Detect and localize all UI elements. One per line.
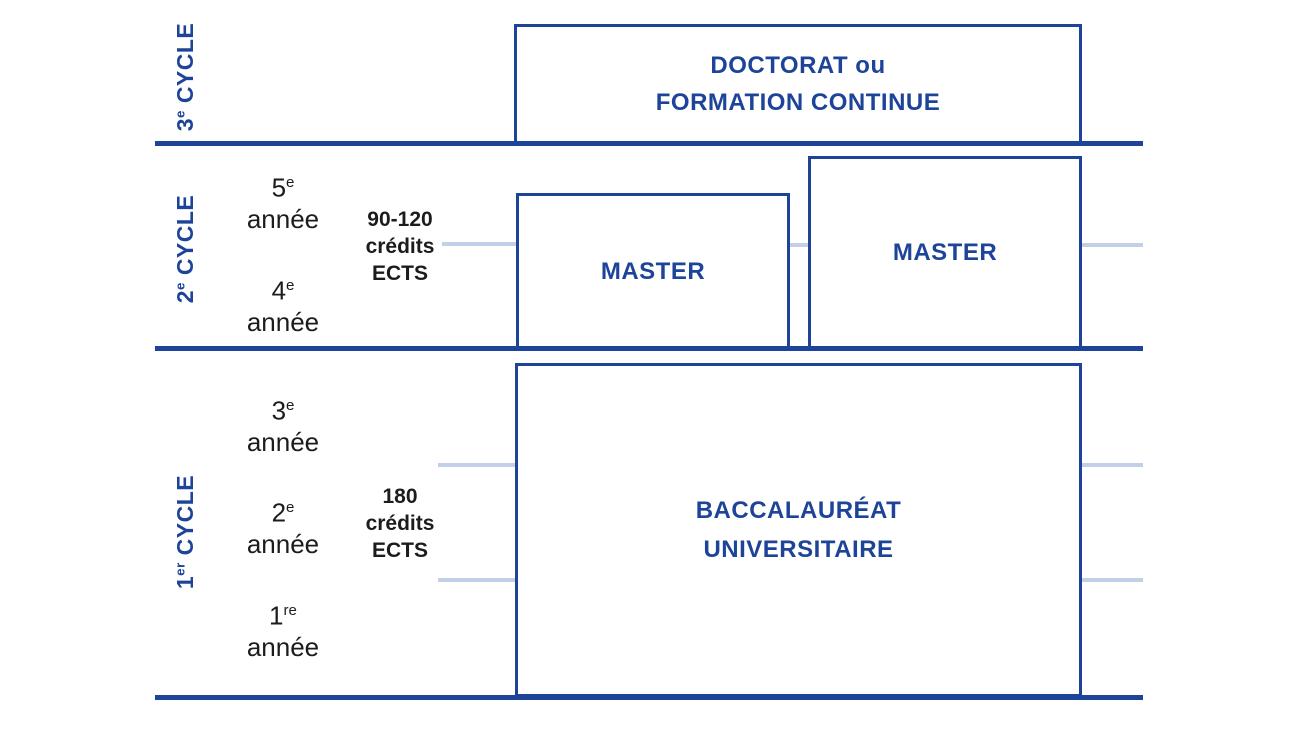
credits-master-ects: ECTS	[371, 262, 428, 285]
year-2-number: 2	[271, 497, 287, 528]
cycle-3-word: CYCLE	[172, 22, 198, 111]
year-5-ordinal-suffix: e	[286, 174, 295, 191]
year-2-ordinal-suffix: e	[286, 499, 295, 516]
cycle-label-2e: 2e CYCLE	[172, 179, 200, 319]
connector-year3-right	[1082, 463, 1143, 467]
divider-bottom	[155, 695, 1143, 700]
credits-bachelor-ects: ECTS	[371, 539, 428, 562]
connector-year1-left	[438, 578, 515, 582]
cycle-label-1er: 1er CYCLE	[172, 462, 200, 602]
year-4-word: année	[246, 306, 320, 337]
year-5-word: année	[246, 203, 320, 234]
baccalaureat-box: BACCALAURÉAT UNIVERSITAIRE	[515, 363, 1082, 697]
cycle-2-number: 2	[172, 289, 198, 304]
year-label-1: 1re année	[218, 595, 348, 663]
year-label-2: 2e année	[218, 492, 348, 560]
year-5-number: 5	[271, 172, 287, 203]
year-3-number: 3	[271, 395, 287, 426]
connector-year3-left	[438, 463, 515, 467]
credits-master-word: crédits	[365, 235, 435, 258]
cycle-1-ordinal-suffix: er	[172, 562, 188, 576]
year-2-word: année	[246, 528, 320, 559]
year-1-number: 1	[269, 600, 284, 631]
connector-master-to-master	[790, 243, 808, 247]
year-1-word: année	[246, 631, 320, 662]
cycle-1-word: CYCLE	[172, 474, 198, 563]
credits-master-range: 90-120	[367, 208, 433, 231]
connector-master-right-out	[1082, 243, 1143, 247]
cycle-3-number: 3	[172, 117, 198, 132]
year-1-ordinal-suffix: re	[283, 602, 297, 619]
doctorat-box: DOCTORAT ou FORMATION CONTINUE	[514, 24, 1082, 144]
cycle-1-number: 1	[172, 575, 198, 590]
year-4-ordinal-suffix: e	[286, 277, 295, 294]
doctorat-box-line1: DOCTORAT ou	[710, 52, 886, 79]
year-3-word: année	[246, 426, 320, 457]
year-label-5: 5e année	[218, 167, 348, 235]
credits-bachelor-word: crédits	[365, 512, 435, 535]
connector-year1-right	[1082, 578, 1143, 582]
credits-label-master: 90-120 crédits ECTS	[340, 206, 460, 287]
year-label-3: 3e année	[218, 390, 348, 458]
cycle-label-3e: 3e CYCLE	[172, 7, 200, 147]
credits-bachelor-amount: 180	[382, 485, 418, 508]
cycle-2-ordinal-suffix: e	[172, 282, 188, 290]
year-4-number: 4	[271, 275, 287, 306]
cycle-3-ordinal-suffix: e	[172, 110, 188, 118]
master-box-right: MASTER	[808, 156, 1082, 349]
credits-label-bachelor: 180 crédits ECTS	[340, 483, 460, 564]
baccalaureat-box-line2: UNIVERSITAIRE	[703, 536, 894, 563]
doctorat-box-line2: FORMATION CONTINUE	[655, 89, 941, 116]
baccalaureat-box-line1: BACCALAURÉAT	[695, 497, 902, 524]
master-box-left-label: MASTER	[600, 257, 706, 285]
year-label-4: 4e année	[218, 270, 348, 338]
cycle-2-word: CYCLE	[172, 194, 198, 283]
connector-credits-to-master-left	[442, 242, 516, 246]
master-box-left: MASTER	[516, 193, 790, 349]
year-3-ordinal-suffix: e	[286, 397, 295, 414]
master-box-right-label: MASTER	[892, 239, 998, 266]
